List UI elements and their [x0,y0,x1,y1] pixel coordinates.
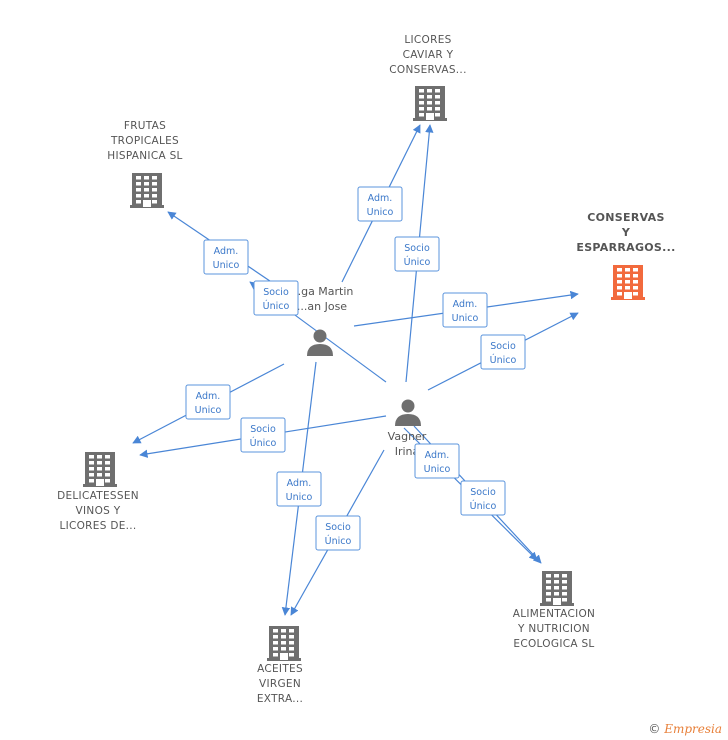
company-label-licores[interactable]: CAVIAR Y [403,49,454,61]
building-icon-licores[interactable] [413,86,447,121]
person-icon-p1[interactable] [307,329,333,357]
company-label-frutas[interactable]: TROPICALES [110,135,179,147]
company-label-frutas[interactable]: FRUTAS [124,120,166,132]
person-label-p1[interactable]: ...an Jose [297,300,347,313]
edge-label-line: Único [470,500,497,512]
company-label-conservas[interactable]: ESPARRAGOS... [576,241,675,254]
edge-label-line: Único [263,300,290,312]
edge-label-line: Adm. [287,478,312,489]
company-label-conservas[interactable]: CONSERVAS [587,211,664,224]
brand-logo[interactable]: Empresia [664,722,722,736]
building-icon-frutas[interactable] [130,173,164,208]
company-label-frutas[interactable]: HISPANICA SL [107,150,182,162]
edge-label-line: Socio [250,424,276,435]
edge-label-line: Socio [490,341,516,352]
company-label-delicatessen[interactable]: VINOS Y [76,505,121,517]
copyright-footer: © Empresia [648,722,722,736]
company-label-conservas[interactable]: Y [621,226,631,239]
edge-label-line: Socio [404,243,430,254]
edge-label-line: Socio [470,487,496,498]
edge-label-box [442,292,488,328]
company-label-aceites[interactable]: EXTRA... [257,693,303,705]
edge-label-line: Unico [213,260,240,271]
edge-label-line: Adm. [196,391,221,402]
edge-label-line: Adm. [425,450,450,461]
edge-label-box [460,480,506,516]
edge-label-line: Unico [195,405,222,416]
building-icon-conservas[interactable] [611,265,645,300]
edge-label-p1-conservas[interactable]: Adm. Unico [442,292,488,328]
building-icon-delicatessen[interactable] [83,452,117,487]
company-label-licores[interactable]: CONSERVAS... [389,64,466,76]
edge-label-box [414,443,460,479]
edge-label-box [357,186,403,222]
edge-label-line: Unico [424,464,451,475]
edge-label-box [253,280,299,316]
edge-label-box [185,384,231,420]
person-label-p2[interactable]: Vagner [388,430,427,443]
building-icon-aceites[interactable] [267,626,301,661]
company-label-licores[interactable]: LICORES [404,34,451,46]
edge-label-line: Unico [452,313,479,324]
edge-label-line: Unico [286,492,313,503]
edge-label-line: Adm. [368,193,393,204]
copyright-symbol: © [648,722,661,736]
edge-label-box [240,417,286,453]
edge-label-line: Socio [325,522,351,533]
edge-label-line: Adm. [214,246,239,257]
company-label-aceites[interactable]: VIRGEN [259,678,301,690]
company-label-alimentacion[interactable]: ALIMENTACION [513,608,595,620]
company-label-alimentacion[interactable]: Y NUTRICION [517,623,590,635]
edge-label-p1-licores[interactable]: Adm. Unico [357,186,403,222]
edge-label-box [480,334,526,370]
company-label-delicatessen[interactable]: DELICATESSEN [57,490,139,502]
edge-label-line: Único [490,354,517,366]
edge-label-p2-alimentacion[interactable]: Adm. Unico [414,443,460,479]
company-label-alimentacion[interactable]: ECOLOGICA SL [513,638,594,650]
company-label-delicatessen[interactable]: LICORES DE... [59,520,136,532]
person-label-p1[interactable]: ...ga Martin [291,285,354,298]
person-icon-p2[interactable] [395,399,421,427]
edge-label-line: Único [404,256,431,268]
person-label-p2[interactable]: Irina [395,445,420,458]
edge-label-line: Único [250,437,277,449]
edge-label-line: Único [325,535,352,547]
edge-label-box [276,471,322,507]
edge-label-box [315,515,361,551]
building-icon-alimentacion[interactable] [540,571,574,606]
edge-label-line: Socio [263,287,289,298]
edge-label-box [394,236,440,272]
edge-label-line: Unico [367,207,394,218]
edge-label-p1-aceites[interactable]: Adm. Unico [276,471,322,507]
edge-label-p1-delicatessen[interactable]: Adm. Unico [185,384,231,420]
company-label-aceites[interactable]: ACEITES [257,663,303,675]
edge-label-p1-frutas[interactable]: Adm. Unico [203,239,249,275]
edge-label-line: Adm. [453,299,478,310]
edge-label-box [203,239,249,275]
